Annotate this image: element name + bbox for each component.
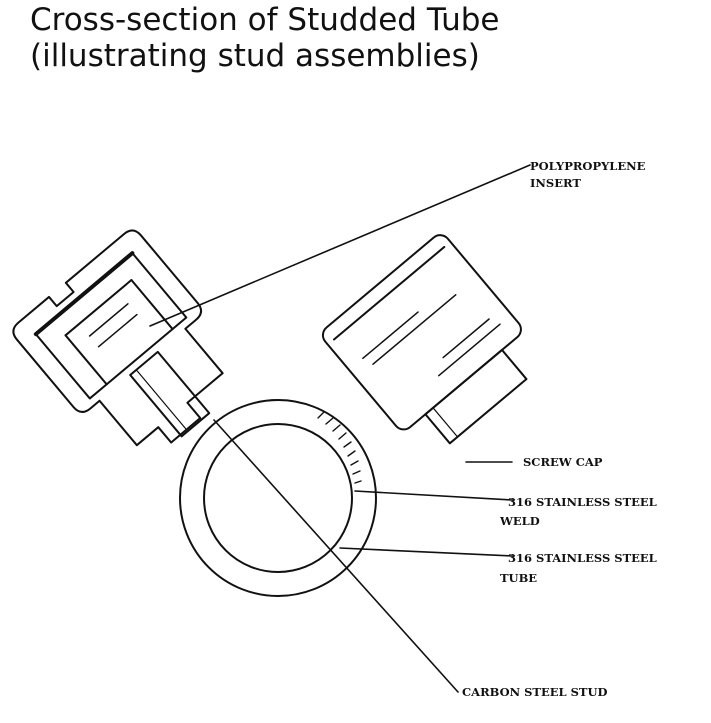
- leader-carbon-stud: [213, 419, 459, 693]
- title-line-1: Cross-section of Studded Tube: [30, 2, 500, 38]
- leader-polypropylene: [149, 164, 531, 327]
- label-tube-2: TUBE: [500, 571, 537, 585]
- carbon-steel-stud-stem: [129, 350, 211, 438]
- leader-tube: [339, 547, 513, 557]
- screw-cap-shape: [321, 234, 528, 445]
- label-polypropylene-2: INSERT: [530, 176, 581, 190]
- polypropylene-insert-shape: [33, 251, 188, 400]
- left-cap-outer: [12, 229, 224, 447]
- leader-weld: [354, 490, 513, 501]
- stainless-steel-tube: [179, 399, 377, 597]
- callout-labels: POLYPROPYLENE INSERT SCREW CAP 316 STAIN…: [462, 159, 657, 699]
- label-polypropylene-1: POLYPROPYLENE: [530, 159, 646, 173]
- label-weld-2: WELD: [499, 514, 540, 528]
- label-screw-cap: SCREW CAP: [523, 455, 603, 469]
- label-weld-1: 316 STAINLESS STEEL: [508, 495, 657, 509]
- title-line-2: (illustrating stud assemblies): [30, 38, 480, 74]
- leader-lines: [149, 164, 531, 693]
- label-carbon-stud: CARBON STEEL STUD: [462, 685, 607, 699]
- label-tube-1: 316 STAINLESS STEEL: [508, 551, 657, 565]
- weld-hatching: [317, 411, 362, 484]
- diagram-title: Cross-section of Studded Tube (illustrat…: [30, 2, 499, 74]
